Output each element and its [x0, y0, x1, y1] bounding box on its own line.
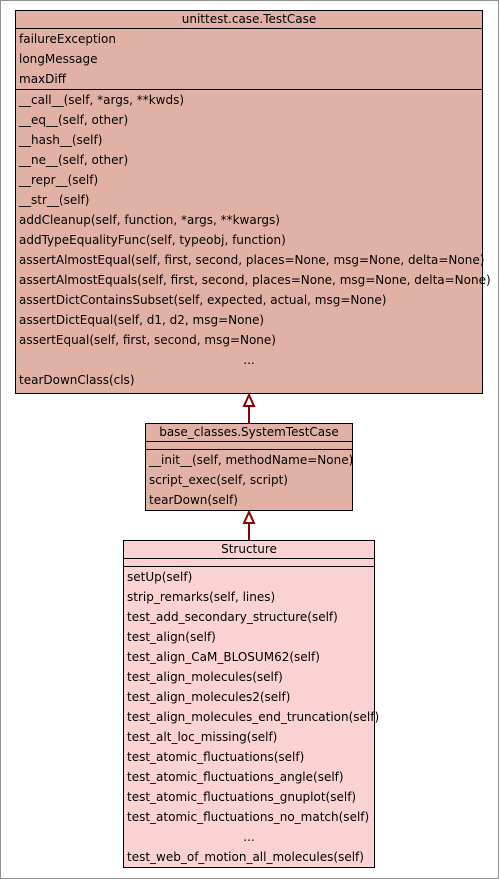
method-item: assertDictEqual(self, d1, d2, msg=None): [19, 313, 265, 327]
class-title-systemtestcase: base_classes.SystemTestCase: [146, 424, 352, 442]
ellipsis: ...: [243, 830, 255, 844]
method-item: test_align_CaM_BLOSUM62(self): [127, 650, 320, 664]
attribute-item: longMessage: [19, 52, 98, 66]
method-item: assertDictContainsSubset(self, expected,…: [19, 293, 387, 307]
method-item: assertAlmostEquals(self, first, second, …: [19, 273, 491, 287]
class-title-testcase: unittest.case.TestCase: [16, 11, 482, 29]
method-item: assertAlmostEqual(self, first, second, p…: [19, 253, 485, 267]
method-item: test_alt_loc_missing(self): [127, 730, 278, 744]
class-title-structure: Structure: [124, 541, 374, 559]
method-item: test_align_molecules2(self): [127, 690, 291, 704]
method-item: test_web_of_motion_all_molecules(self): [127, 850, 364, 864]
class-box-systemtestcase[interactable]: base_classes.SystemTestCase __init__(sel…: [145, 423, 353, 511]
method-item: __call__(self, *args, **kwds): [19, 93, 185, 107]
method-item: __hash__(self): [19, 133, 103, 147]
method-item: test_align_molecules_end_truncation(self…: [127, 710, 380, 724]
ellipsis: ...: [243, 353, 255, 367]
attribute-item: maxDiff: [19, 72, 66, 86]
method-item: __init__(self, methodName=None): [149, 453, 354, 467]
method-item: test_atomic_fluctuations_angle(self): [127, 770, 344, 784]
method-item: test_atomic_fluctuations_gnuplot(self): [127, 790, 357, 804]
method-item: __ne__(self, other): [19, 153, 129, 167]
method-item: test_align_molecules(self): [127, 670, 283, 684]
methods-section-testcase: __call__(self, *args, **kwds) __eq__(sel…: [16, 90, 491, 390]
inheritance-arrowhead-testcase: [242, 392, 256, 407]
method-item: test_align(self): [127, 630, 216, 644]
method-item: tearDown(self): [149, 493, 238, 507]
method-item: __str__(self): [19, 193, 90, 207]
class-box-structure[interactable]: Structure setUp(self) strip_remarks(self…: [123, 540, 380, 868]
method-item: tearDownClass(cls): [19, 373, 135, 387]
method-item: __repr__(self): [19, 173, 99, 187]
method-item: test_atomic_fluctuations(self): [127, 750, 305, 764]
method-item: __eq__(self, other): [19, 113, 129, 127]
inheritance-arrowhead-systest: [242, 509, 256, 524]
empty-attributes-section: [124, 559, 374, 567]
empty-attributes-section: [146, 442, 352, 450]
method-item: test_atomic_fluctuations_no_match(self): [127, 810, 370, 824]
methods-section-structure: setUp(self) strip_remarks(self, lines) t…: [124, 567, 380, 867]
method-item: setUp(self): [127, 570, 193, 584]
method-item: strip_remarks(self, lines): [127, 590, 276, 604]
methods-section-systemtestcase: __init__(self, methodName=None) script_e…: [146, 450, 354, 510]
method-item: test_add_secondary_structure(self): [127, 610, 338, 624]
attributes-section-testcase: failureException longMessage maxDiff: [16, 29, 482, 90]
method-item: assertEqual(self, first, second, msg=Non…: [19, 333, 276, 347]
method-item: addTypeEqualityFunc(self, typeobj, funct…: [19, 233, 286, 247]
attribute-item: failureException: [19, 32, 116, 46]
method-item: script_exec(self, script): [149, 473, 288, 487]
method-item: addCleanup(self, function, *args, **kwar…: [19, 213, 280, 227]
